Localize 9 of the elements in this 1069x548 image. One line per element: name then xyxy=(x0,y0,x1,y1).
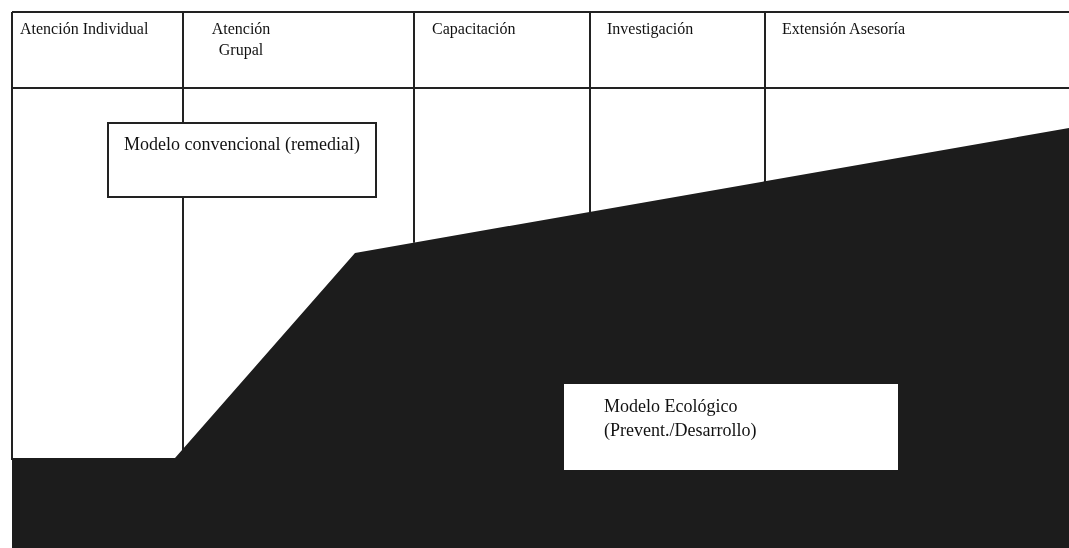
column-header: Atención Grupal xyxy=(210,19,272,60)
model-label: Modelo convencional (remedial) xyxy=(123,133,361,156)
model-label: Modelo Ecológico (Prevent./Desarrollo) xyxy=(604,395,758,442)
column-header: Atención Individual xyxy=(20,19,150,39)
column-header: Extensión Asesoría xyxy=(782,19,907,39)
model-label-box xyxy=(564,384,898,470)
column-header: Investigación xyxy=(607,19,695,39)
column-header: Capacitación xyxy=(432,19,517,39)
model-label-box xyxy=(107,122,377,198)
